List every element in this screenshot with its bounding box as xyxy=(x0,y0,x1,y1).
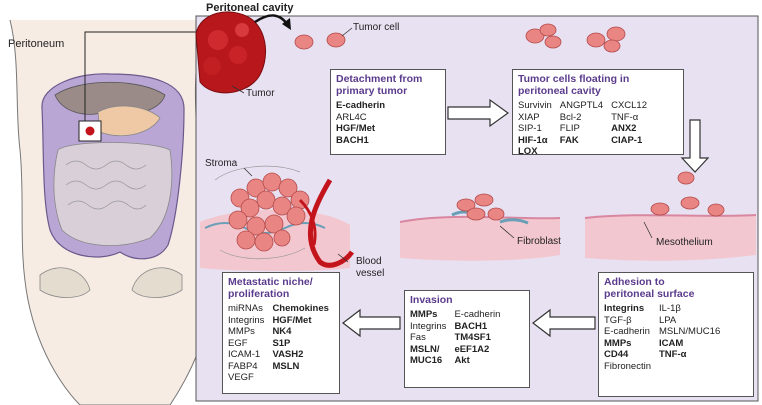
peritoneal-tissue xyxy=(399,193,757,261)
niche-title: Metastatic niche/proliferation xyxy=(228,276,313,300)
callout-line xyxy=(84,31,196,121)
factor-item: VASH2 xyxy=(272,349,304,360)
factor-item: CXCL12 xyxy=(611,100,648,111)
factor-item: TNF-α xyxy=(659,349,687,360)
factor-item: miRNAs xyxy=(228,303,263,314)
stroma-niche xyxy=(200,165,355,271)
factor-item: LPA xyxy=(659,314,677,326)
factor-item: Fas xyxy=(410,332,426,343)
panel-title: Peritoneal cavity xyxy=(206,2,294,14)
factor-item: FABP4 xyxy=(228,360,258,372)
factor-item: E-cadherin xyxy=(454,309,501,320)
factor-item: S1P xyxy=(272,337,291,349)
factor-item: NK4 xyxy=(272,326,292,337)
factor-item: MMPs xyxy=(410,309,438,320)
factor-item: E-cadherin xyxy=(336,100,386,111)
factor-item: Integrins xyxy=(604,303,645,314)
factor-item: FAK xyxy=(559,134,579,146)
factor-item: Fibronectin xyxy=(604,360,651,372)
factor-item: IL-1β xyxy=(659,303,681,314)
floating-tumor-cells xyxy=(294,23,695,185)
tumor-label: Tumor xyxy=(246,88,275,99)
intestines xyxy=(53,142,173,246)
factor-item: TNF-α xyxy=(611,111,639,123)
factor-item: SIP-1 xyxy=(518,123,542,134)
factor-item: Integrins xyxy=(228,314,265,326)
factor-item: Integrins xyxy=(410,320,447,332)
factor-item: HGF/Met xyxy=(336,123,376,134)
factor-item: FLIP xyxy=(559,123,580,134)
factor-item: ICAM xyxy=(659,337,684,349)
factor-item: eEF1A2 xyxy=(454,343,490,355)
factor-item: HIF-1α xyxy=(518,134,548,146)
factor-item: MSLN xyxy=(272,360,300,372)
factor-item: MMPs xyxy=(228,326,255,337)
fibroblast-label: Fibroblast xyxy=(517,236,561,247)
factor-item: LOX xyxy=(518,146,538,157)
factor-item: MUC16 xyxy=(410,355,443,366)
liver xyxy=(54,81,166,115)
factor-item: BACH1 xyxy=(454,320,488,332)
blood-vessel-label-2: vessel xyxy=(356,268,385,279)
factor-item: EGF xyxy=(228,337,248,349)
factor-item: CD44 xyxy=(604,349,629,360)
stroma-label: Stroma xyxy=(205,158,238,169)
factor-item: MSLN/ xyxy=(410,343,440,355)
factor-item: XIAP xyxy=(518,111,540,123)
stomach xyxy=(97,105,161,137)
blood-vessel-label-1: Blood xyxy=(356,256,382,267)
invasion-title: Invasion xyxy=(410,294,453,306)
tumor-mass xyxy=(195,11,291,94)
human-body-figure xyxy=(9,19,215,405)
factor-item: ANX2 xyxy=(611,123,637,134)
peritoneum-label: Peritoneum xyxy=(8,38,65,50)
tumor-cell-label: Tumor cell xyxy=(353,22,400,33)
pelvis xyxy=(39,267,183,298)
mesothelium-label: Mesothelium xyxy=(656,237,713,248)
factor-item: TM4SF1 xyxy=(454,332,491,343)
factor-item: ARL4C xyxy=(336,111,367,123)
factor-item: TGF-β xyxy=(604,314,632,326)
factor-item: Bcl-2 xyxy=(559,111,582,123)
factor-item: ANGPTL4 xyxy=(559,100,604,111)
factor-item: Akt xyxy=(454,355,470,366)
factor-item: Chemokines xyxy=(272,303,329,314)
factor-item: MMPs xyxy=(604,337,632,349)
primary-tumor-marker xyxy=(85,126,95,136)
process-arrows xyxy=(342,98,710,338)
factor-item: BACH1 xyxy=(336,134,369,146)
factor-item: E-cadherin xyxy=(604,326,650,337)
factor-item: MSLN/MUC16 xyxy=(659,326,721,337)
factor-item: ICAM-1 xyxy=(228,349,261,360)
factor-item: CIAP-1 xyxy=(611,134,643,146)
factor-item: HGF/Met xyxy=(272,314,312,326)
factor-item: VEGF xyxy=(228,372,254,383)
factor-item: Survivin xyxy=(518,100,552,111)
